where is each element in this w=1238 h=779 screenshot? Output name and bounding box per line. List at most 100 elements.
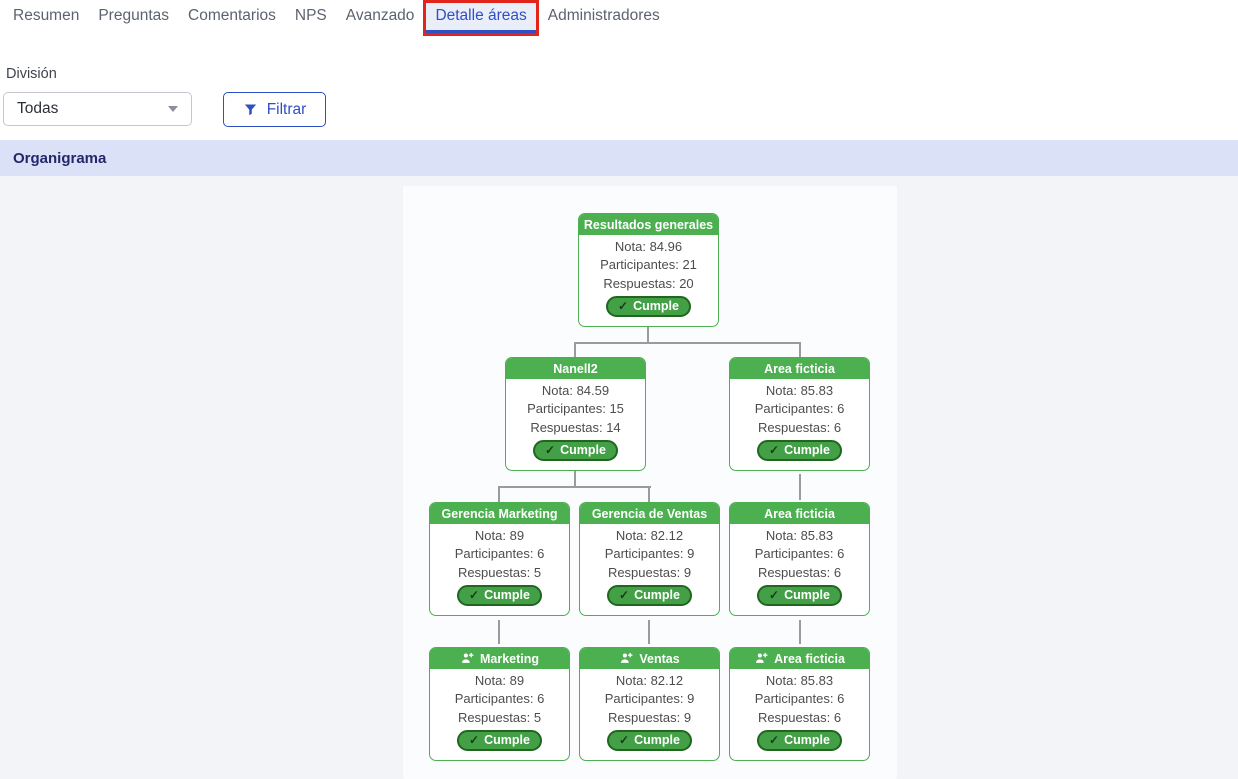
tab-administradores[interactable]: Administradores [547,7,660,24]
node-nota: Nota: 89 [474,528,525,543]
node-title-text: Gerencia Marketing [441,506,558,521]
node-title-text: Resultados generales [583,217,714,232]
org-node-marketing: Marketing Nota: 89 Participantes: 6 Resp… [429,647,570,761]
connector-line [799,620,801,644]
badge-label: Cumple [634,588,680,603]
connector-line [647,327,649,343]
node-respuestas: Respuestas: 5 [457,564,542,580]
tab-resumen[interactable]: Resumen [13,7,80,24]
org-node-body: Nota: 85.83 Participantes: 6 Respuestas:… [730,379,869,462]
node-nota: Nota: 84.96 [614,239,683,254]
org-node-gerencia-de-ventas: Gerencia de Ventas Nota: 82.12 Participa… [579,502,720,616]
org-node-area-ficticia-l3: Area ficticia Nota: 85.83 Participantes:… [729,502,870,616]
check-icon: ✓ [469,588,480,603]
badge-label: Cumple [633,299,679,314]
org-node-title: Area ficticia [730,358,869,379]
status-badge: ✓ Cumple [607,730,692,752]
status-badge: ✓ Cumple [457,585,542,607]
node-respuestas: Respuestas: 14 [530,419,621,435]
content-background: Resultados generales Nota: 84.96 Partici… [0,176,1238,779]
org-node-area-ficticia-l2: Area ficticia Nota: 85.83 Participantes:… [729,357,870,471]
org-node-title: Nanell2 [506,358,645,379]
node-nota: Nota: 82.12 [615,673,684,688]
user-add-icon [756,652,768,663]
check-icon: ✓ [618,299,629,314]
section-title: Organigrama [13,149,107,167]
division-label: División [6,66,57,82]
node-title-text: Area ficticia [764,361,835,376]
org-node-title: Area ficticia [730,648,869,669]
status-badge: ✓ Cumple [606,296,691,318]
user-add-icon [621,652,633,663]
badge-label: Cumple [634,733,680,748]
division-select-value: Todas [17,100,59,117]
node-respuestas: Respuestas: 5 [457,709,542,725]
tab-detalle-areas[interactable]: Detalle áreas [426,3,536,33]
check-icon: ✓ [619,588,630,603]
node-title-text: Marketing [479,651,540,666]
connector-line [498,620,500,644]
tab-avanzado[interactable]: Avanzado [345,7,415,24]
check-icon: ✓ [769,588,780,603]
connector-line [648,620,650,644]
top-nav: Resumen Preguntas Comentarios NPS Avanza… [0,0,1238,60]
connector-line [498,486,651,488]
org-node-title: Gerencia de Ventas [580,503,719,524]
org-chart-panel: Resultados generales Nota: 84.96 Partici… [403,186,897,779]
filter-button[interactable]: Filtrar [223,92,326,127]
node-participantes: Participantes: 9 [604,691,695,707]
status-badge: ✓ Cumple [757,730,842,752]
node-respuestas: Respuestas: 6 [757,709,842,725]
badge-label: Cumple [484,733,530,748]
node-respuestas: Respuestas: 6 [757,564,842,580]
status-badge: ✓ Cumple [607,585,692,607]
org-node-body: Nota: 85.83 Participantes: 6 Respuestas:… [730,524,869,607]
org-node-area-ficticia-l4: Area ficticia Nota: 85.83 Participantes:… [729,647,870,761]
node-participantes: Participantes: 6 [754,401,845,417]
node-participantes: Participantes: 6 [754,691,845,707]
org-node-resultados-generales: Resultados generales Nota: 84.96 Partici… [578,213,719,327]
node-title-text: Area ficticia [774,651,845,666]
tab-nps[interactable]: NPS [294,7,327,24]
org-node-title: Area ficticia [730,503,869,524]
funnel-icon [244,104,256,116]
node-participantes: Participantes: 6 [454,691,545,707]
org-node-body: Nota: 89 Participantes: 6 Respuestas: 5 … [430,524,569,607]
filter-button-label: Filtrar [266,100,307,118]
check-icon: ✓ [469,733,480,748]
org-node-body: Nota: 84.96 Participantes: 21 Respuestas… [579,235,718,318]
org-node-body: Nota: 85.83 Participantes: 6 Respuestas:… [730,669,869,752]
badge-label: Cumple [784,588,830,603]
red-annotation-box: Detalle áreas [423,0,539,36]
org-node-title: Gerencia Marketing [430,503,569,524]
node-respuestas: Respuestas: 20 [603,275,694,291]
node-respuestas: Respuestas: 9 [607,564,692,580]
check-icon: ✓ [545,443,556,458]
node-participantes: Participantes: 21 [600,257,697,273]
node-nota: Nota: 82.12 [615,528,684,543]
node-participantes: Participantes: 9 [604,546,695,562]
status-badge: ✓ Cumple [533,440,618,462]
node-participantes: Participantes: 6 [754,546,845,562]
org-node-body: Nota: 82.12 Participantes: 9 Respuestas:… [580,524,719,607]
tab-comentarios[interactable]: Comentarios [188,7,276,24]
node-nota: Nota: 89 [474,673,525,688]
org-node-title: Ventas [580,648,719,669]
node-title-text: Ventas [639,651,680,666]
node-title-text: Gerencia de Ventas [591,506,708,521]
org-node-body: Nota: 82.12 Participantes: 9 Respuestas:… [580,669,719,752]
connector-line [574,344,576,357]
node-title-text: Nanell2 [553,361,598,376]
badge-label: Cumple [784,443,830,458]
node-respuestas: Respuestas: 9 [607,709,692,725]
org-node-gerencia-marketing: Gerencia Marketing Nota: 89 Participante… [429,502,570,616]
tab-preguntas[interactable]: Preguntas [98,7,170,24]
check-icon: ✓ [619,733,630,748]
badge-label: Cumple [784,733,830,748]
node-nota: Nota: 85.83 [765,383,834,398]
connector-line [574,471,576,487]
org-node-body: Nota: 89 Participantes: 6 Respuestas: 5 … [430,669,569,752]
division-select[interactable]: Todas [3,92,192,126]
connector-line [574,342,801,344]
connector-line [498,488,500,502]
